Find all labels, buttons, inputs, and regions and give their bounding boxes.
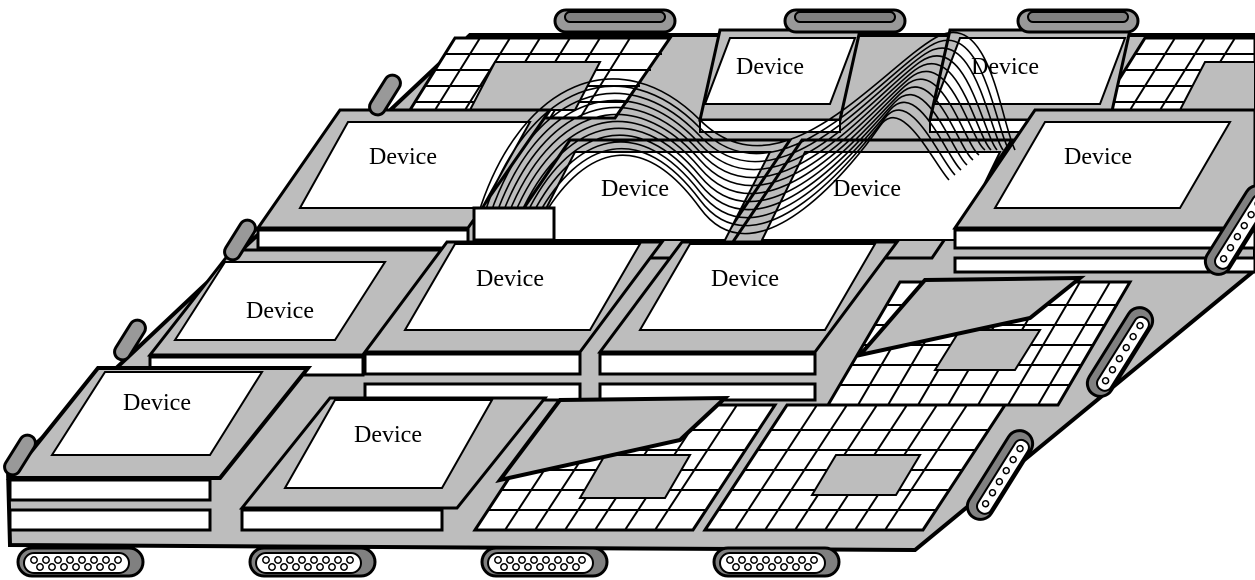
- device-chip-front-1: Device: [5, 366, 313, 532]
- db-connector-icon: [783, 8, 907, 34]
- db-connector-icon: [712, 546, 841, 578]
- db-connector-icon: [16, 546, 145, 578]
- device-chip-back-1: Device: [698, 28, 862, 133]
- device-label: Device: [369, 144, 437, 170]
- db-connector-icon: [248, 546, 377, 578]
- device-chip-back-2: Device: [928, 28, 1132, 133]
- device-label: Device: [123, 390, 191, 416]
- device-label: Device: [1064, 144, 1132, 170]
- db-connector-icon: [3, 433, 37, 477]
- device-chip-row3-1: Device: [146, 248, 449, 377]
- socket-front-1: [472, 395, 778, 532]
- db-connector-icon: [1016, 8, 1140, 34]
- socket-front-2: [702, 403, 1008, 532]
- db-connector-icon: [553, 8, 677, 34]
- device-chip-row2-1: Device: [255, 108, 553, 274]
- db-connector-icon: [223, 218, 257, 262]
- db-connector-icon: [113, 318, 147, 362]
- ribbon-connector-left: [472, 206, 556, 242]
- ribbon-cable: [477, 31, 1016, 235]
- device-label: Device: [601, 176, 669, 202]
- device-label: Device: [246, 298, 314, 324]
- db-connector-icon: [480, 546, 609, 578]
- device-chip-row2-2: Device: [487, 138, 793, 260]
- device-chip-row3-3: Device: [597, 240, 900, 402]
- db-connector-icon: [368, 73, 402, 117]
- db-connector-icon: [1203, 184, 1255, 276]
- device-label: Device: [833, 176, 901, 202]
- db-connector-icon: [965, 429, 1035, 521]
- db-connector-icon: [1085, 306, 1155, 398]
- device-chip-front-2: Device: [238, 396, 549, 532]
- device-chip-row2-4: Device: [952, 108, 1255, 274]
- device-label: Device: [354, 422, 422, 448]
- device-label: Device: [476, 266, 544, 292]
- socket-row3-right: [825, 275, 1133, 407]
- device-chip-row2-3: Device: [719, 138, 1015, 260]
- device-label: Device: [711, 266, 779, 292]
- device-label: Device: [736, 54, 804, 80]
- device-label: Device: [971, 54, 1039, 80]
- device-chip-row3-2: Device: [362, 240, 665, 402]
